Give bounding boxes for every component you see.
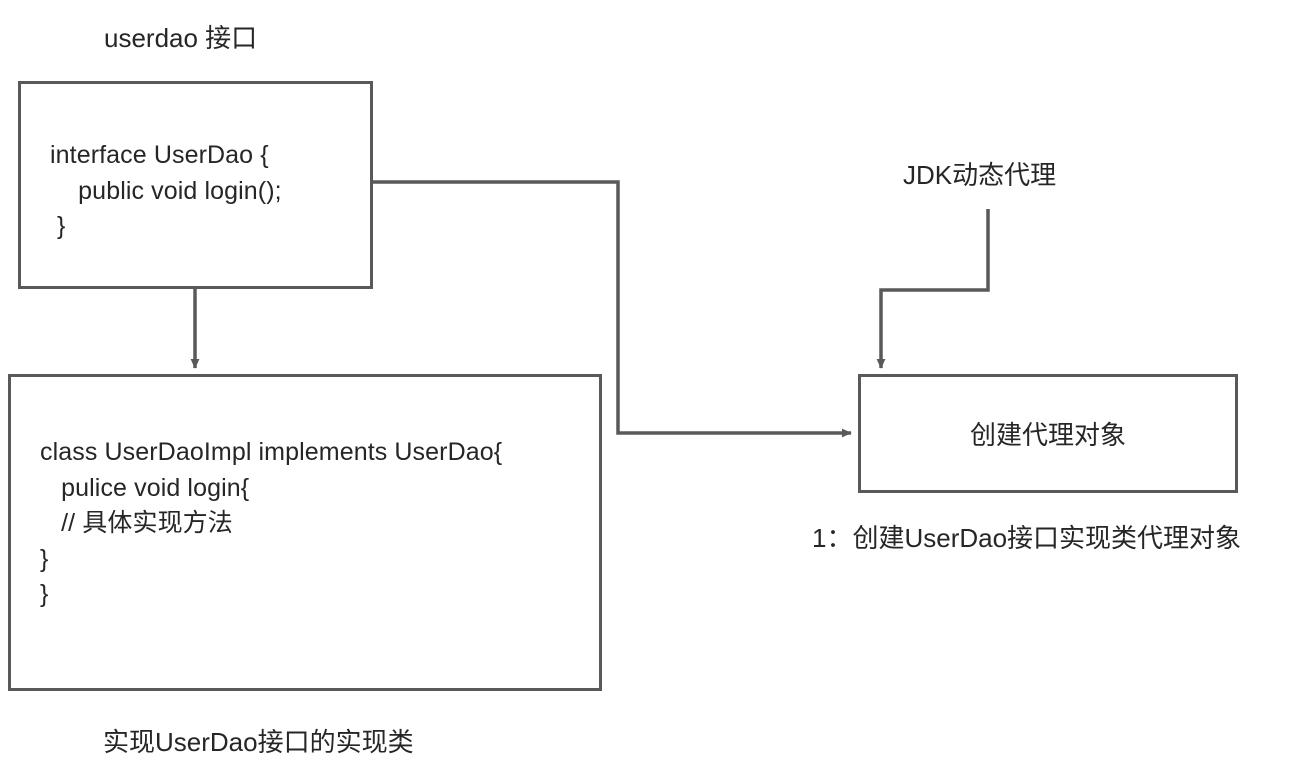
proxy-node-text: 创建代理对象: [969, 420, 1126, 450]
interface-node-box[interactable]: [18, 81, 373, 289]
proxy-caption-label: 1：创建UserDao接口实现类代理对象: [812, 523, 1242, 553]
proxy-node-box[interactable]: [858, 374, 1238, 493]
impl-caption-label: 实现UserDao接口的实现类: [103, 727, 414, 757]
impl-node-box[interactable]: [8, 374, 602, 691]
interface-title-label: userdao 接口: [104, 23, 258, 53]
jdk-dynamic-proxy-label: JDK动态代理: [903, 160, 1057, 190]
interface-node-code: interface UserDao { public void login();…: [50, 141, 282, 240]
connector-jdk-to-proxy: [876, 209, 990, 369]
impl-node-code: class UserDaoImpl implements UserDao{ pu…: [40, 438, 503, 608]
